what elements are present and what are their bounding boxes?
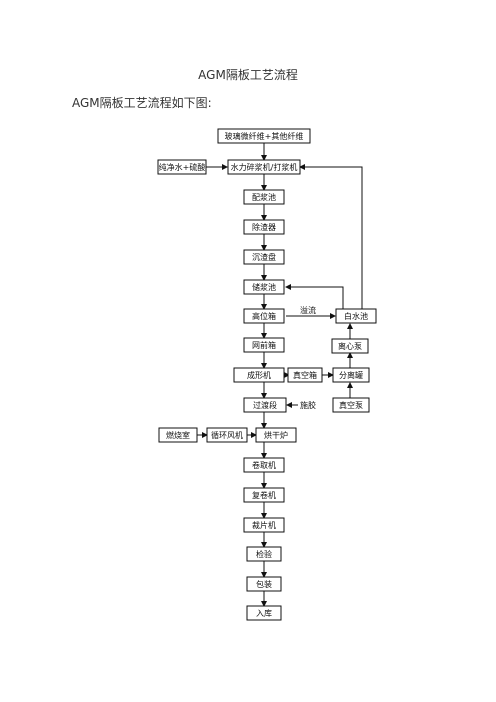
intro-text: AGM隔板工艺流程如下图: (72, 96, 212, 110)
svg-text:复卷机: 复卷机 (252, 490, 276, 500)
svg-text:白水池: 白水池 (344, 311, 368, 321)
label-overflow: 溢流 (300, 305, 316, 315)
svg-text:燃烧室: 燃烧室 (166, 430, 190, 440)
node-forming: 成形机 (233, 367, 285, 383)
node-dryer: 烘干炉 (255, 427, 297, 443)
svg-text:包装: 包装 (256, 579, 272, 589)
flow-connectors (197, 143, 363, 607)
svg-text:沉渣盘: 沉渣盘 (252, 252, 276, 262)
svg-text:除渣器: 除渣器 (252, 222, 276, 232)
node-transition: 过渡段 (243, 397, 287, 413)
node-pulper: 水力碎浆机/打浆机 (227, 159, 301, 175)
node-rewinder: 复卷机 (243, 487, 285, 503)
node-head-box: 高位箱 (243, 308, 285, 324)
svg-text:真空泵: 真空泵 (339, 400, 363, 410)
svg-text:卷取机: 卷取机 (252, 460, 276, 470)
svg-text:真空箱: 真空箱 (293, 370, 317, 380)
node-storage: 储浆池 (243, 279, 285, 295)
node-reeler: 卷取机 (243, 457, 285, 473)
node-mix-tank: 配浆池 (243, 189, 285, 205)
svg-text:过渡段: 过渡段 (253, 400, 277, 410)
svg-text:裁片机: 裁片机 (252, 520, 276, 530)
svg-text:纯净水+硫酸: 纯净水+硫酸 (159, 162, 206, 172)
svg-text:循环风机: 循环风机 (211, 430, 243, 440)
svg-text:检验: 检验 (256, 549, 272, 559)
svg-text:成形机: 成形机 (247, 370, 271, 380)
svg-text:高位箱: 高位箱 (252, 311, 276, 321)
node-cutter: 裁片机 (243, 517, 285, 533)
node-vacuum-pump: 真空泵 (332, 397, 370, 413)
svg-text:分离罐: 分离罐 (339, 370, 363, 380)
svg-text:网前箱: 网前箱 (252, 340, 276, 350)
svg-text:水力碎浆机/打浆机: 水力碎浆机/打浆机 (231, 162, 298, 172)
svg-text:配浆池: 配浆池 (252, 192, 276, 202)
node-centrifugal-pump: 离心泵 (331, 338, 369, 354)
svg-text:储浆池: 储浆池 (252, 282, 276, 292)
node-pre-box: 网前箱 (243, 337, 285, 353)
svg-text:入库: 入库 (256, 608, 272, 618)
node-packing: 包装 (246, 576, 282, 592)
node-fiber: 玻璃微纤维+其他纤维 (217, 128, 311, 144)
node-vacuum-box: 真空箱 (287, 367, 323, 383)
node-desander: 除渣器 (243, 219, 285, 235)
node-inspection: 检验 (246, 546, 282, 562)
node-settling: 沉渣盘 (243, 249, 285, 265)
node-fan: 循环风机 (206, 427, 248, 443)
node-water-acid: 纯净水+硫酸 (157, 159, 207, 175)
svg-text:玻璃微纤维+其他纤维: 玻璃微纤维+其他纤维 (225, 131, 304, 141)
svg-text:离心泵: 离心泵 (338, 341, 362, 351)
node-white-water: 白水池 (335, 308, 377, 324)
label-glue: 施胶 (300, 400, 316, 410)
node-combustion: 燃烧室 (158, 427, 198, 443)
svg-text:烘干炉: 烘干炉 (264, 430, 288, 440)
page-title: AGM隔板工艺流程 (198, 68, 298, 82)
node-warehouse: 入库 (246, 605, 282, 621)
node-separator: 分离罐 (332, 367, 370, 383)
